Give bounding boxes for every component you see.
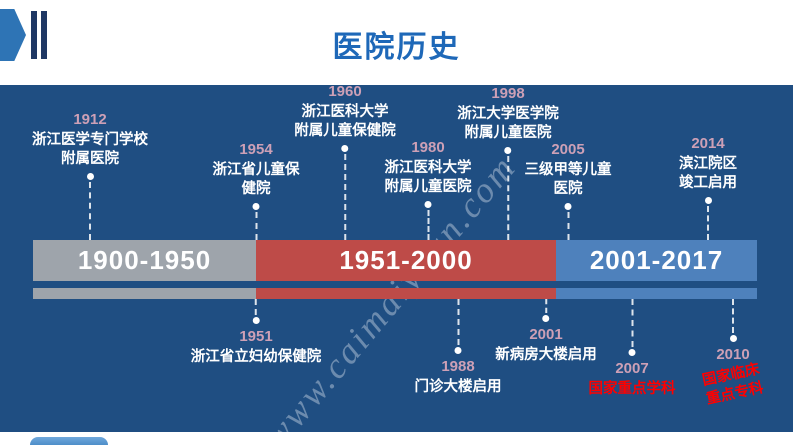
event-dot [252, 317, 260, 324]
event-connector-line [545, 299, 547, 313]
event-year: 1912 [73, 111, 107, 129]
event-dot [424, 201, 432, 208]
event-connector-line [427, 210, 429, 240]
timeline-thin-segment-blue [556, 288, 757, 299]
event-year: 1954 [239, 141, 273, 159]
page-title: 医院历史 [332, 31, 461, 64]
event-2010: 2010 国家临床 重点专科 [701, 299, 765, 408]
event-year: 1951 [239, 328, 273, 345]
event-label: 浙江省立妇幼保健院 [190, 349, 322, 365]
event-connector-line [631, 299, 633, 347]
timeline-panel: www.caimaiyuan.com 1900-1950 1951-2000 2… [0, 85, 793, 432]
vertical-bar-decoration [41, 11, 47, 59]
event-dot [704, 197, 712, 204]
event-connector-line [89, 182, 91, 240]
event-2001: 2001 新病房大楼启用 [495, 299, 597, 365]
event-dot [542, 315, 550, 322]
event-label: 滨江院区 竣工启用 [679, 156, 737, 192]
event-year: 1980 [411, 139, 445, 157]
event-dot [504, 147, 512, 154]
event-connector-line [457, 299, 459, 345]
event-2014: 2014 滨江院区 竣工启用 [679, 135, 737, 240]
event-1980: 1980 浙江医科大学 附属儿童医院 [385, 139, 472, 240]
event-label: 浙江大学医学院 附属儿童医院 [457, 106, 559, 142]
event-dot [729, 335, 737, 342]
event-label: 三级甲等儿童 医院 [524, 162, 612, 198]
timeline-segment-1900-1950: 1900-1950 [33, 240, 256, 281]
event-connector-line [255, 212, 257, 240]
event-label-highlight: 国家重点学科 [588, 381, 676, 397]
event-label: 浙江医学专门学校 附属医院 [32, 132, 148, 168]
event-connector-line [344, 154, 346, 240]
event-connector-line [507, 156, 509, 240]
event-1951: 1951 浙江省立妇幼保健院 [190, 299, 322, 367]
event-dot [628, 349, 636, 356]
event-label: 浙江医科大学 附属儿童医院 [384, 160, 472, 196]
event-2005: 2005 三级甲等儿童 医院 [525, 141, 612, 240]
event-1988: 1988 门诊大楼启用 [415, 299, 502, 397]
timeline-segment-1951-2000: 1951-2000 [256, 240, 556, 281]
event-year: 2001 [529, 326, 563, 343]
event-year: 1960 [328, 85, 362, 101]
slide-header: 医院历史 [0, 0, 793, 85]
event-dot [252, 203, 260, 210]
period-label: 1951-2000 [339, 245, 473, 275]
timeline-thin-segment-gray [33, 288, 256, 299]
event-dot [564, 203, 572, 210]
event-year: 2014 [691, 135, 725, 153]
footer-decoration [30, 437, 108, 445]
event-label: 浙江医科大学 附属儿童保健院 [294, 104, 396, 140]
timeline-bar-thin [33, 288, 757, 299]
event-connector-line [255, 299, 257, 315]
event-label-highlight: 国家临床 重点专科 [700, 361, 765, 408]
event-1912: 1912 浙江医学专门学校 附属医院 [32, 111, 148, 240]
event-connector-line [567, 212, 569, 240]
period-label: 2001-2017 [589, 245, 724, 275]
event-year: 1988 [441, 358, 475, 375]
event-1998: 1998 浙江大学医学院 附属儿童医院 [457, 85, 559, 240]
event-dot [341, 145, 349, 152]
event-year: 2005 [551, 141, 585, 159]
event-1954: 1954 浙江省儿童保 健院 [213, 141, 300, 240]
event-label: 浙江省儿童保 健院 [212, 162, 300, 198]
event-year: 2010 [716, 346, 750, 363]
event-label: 门诊大楼启用 [414, 379, 502, 395]
event-dot [454, 347, 462, 354]
event-2007: 2007 国家重点学科 [589, 299, 676, 399]
event-dot [86, 173, 94, 180]
timeline-thin-segment-red [256, 288, 556, 299]
timeline-segment-2001-2017: 2001-2017 [556, 240, 757, 281]
event-connector-line [732, 299, 734, 333]
event-1960: 1960 浙江医科大学 附属儿童保健院 [294, 85, 396, 240]
period-label: 1900-1950 [77, 245, 212, 275]
timeline-bar: 1900-1950 1951-2000 2001-2017 [33, 240, 757, 281]
event-year: 2007 [615, 360, 649, 377]
event-connector-line [707, 206, 709, 240]
event-label: 新病房大楼启用 [495, 347, 597, 363]
vertical-bar-decoration [31, 11, 37, 59]
event-year: 1998 [491, 85, 525, 103]
